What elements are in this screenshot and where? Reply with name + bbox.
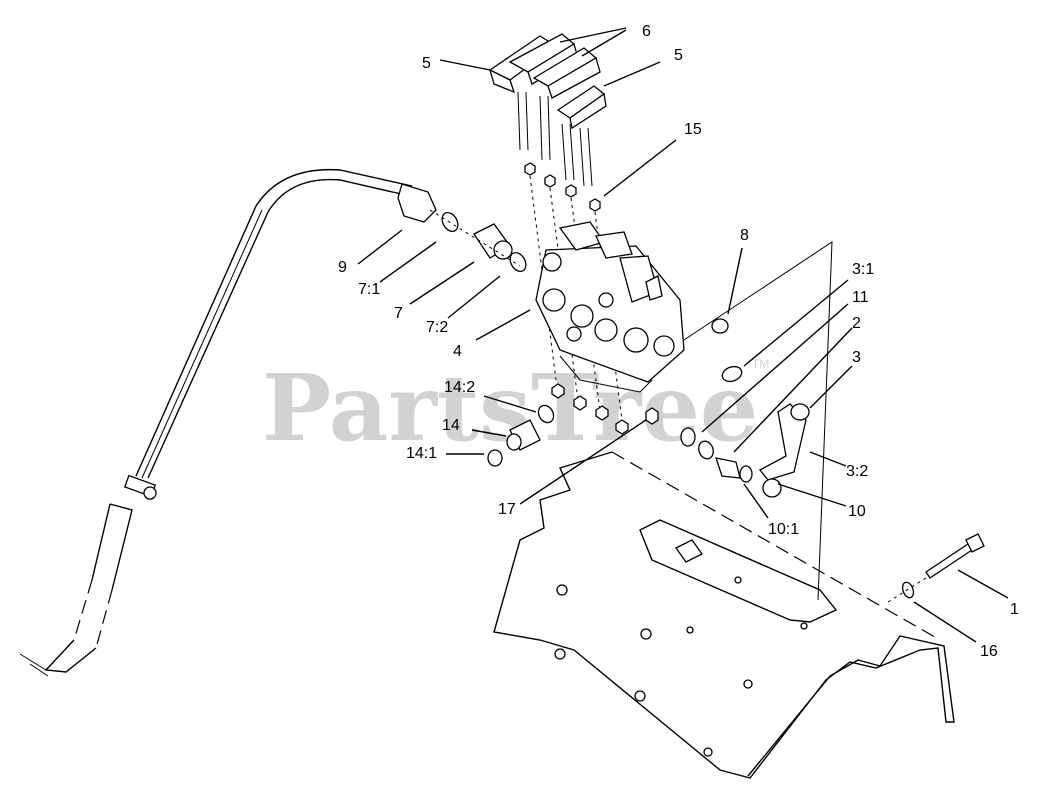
callout-6: 6 [642, 23, 651, 40]
outlet-fittings [683, 241, 833, 601]
callout-1: 1 [1010, 601, 1019, 618]
callout-11: 11 [852, 289, 869, 306]
callout-14: 14 [442, 417, 460, 434]
tube-extension [19, 503, 133, 677]
bolt-and-washer [887, 533, 985, 603]
callout-17: 17 [498, 501, 516, 518]
callout-4: 4 [453, 343, 462, 360]
callout-3-2: 3:2 [846, 463, 868, 480]
callout-14-2: 14:2 [444, 379, 475, 396]
callout-7: 7 [394, 305, 403, 322]
elbow-fittings [680, 403, 810, 498]
callout-5-right: 5 [674, 47, 683, 64]
callout-3-1: 3:1 [852, 261, 874, 278]
callout-10-1: 10:1 [768, 521, 799, 538]
hydraulic-tube [123, 168, 437, 500]
side-fittings [487, 383, 659, 467]
callout-7-1: 7:1 [358, 281, 380, 298]
inlet-fittings [429, 209, 527, 272]
callout-16: 16 [980, 643, 998, 660]
mounting-plate [493, 451, 955, 779]
callout-8: 8 [740, 227, 749, 244]
callout-7-2: 7:2 [426, 319, 448, 336]
watermark-trademark: TM [752, 357, 769, 371]
control-valve [535, 221, 685, 393]
callout-5-left: 5 [422, 55, 431, 72]
callout-2: 2 [852, 315, 861, 332]
callout-10: 10 [848, 503, 866, 520]
callout-labels: 6 5 5 15 9 7:1 7 7:2 4 8 3:1 11 2 3 14:2… [338, 23, 1019, 660]
callout-9: 9 [338, 259, 347, 276]
callout-3: 3 [852, 349, 861, 366]
callout-15: 15 [684, 121, 702, 138]
leader-lines [357, 27, 1009, 643]
callout-14-1: 14:1 [406, 445, 437, 462]
